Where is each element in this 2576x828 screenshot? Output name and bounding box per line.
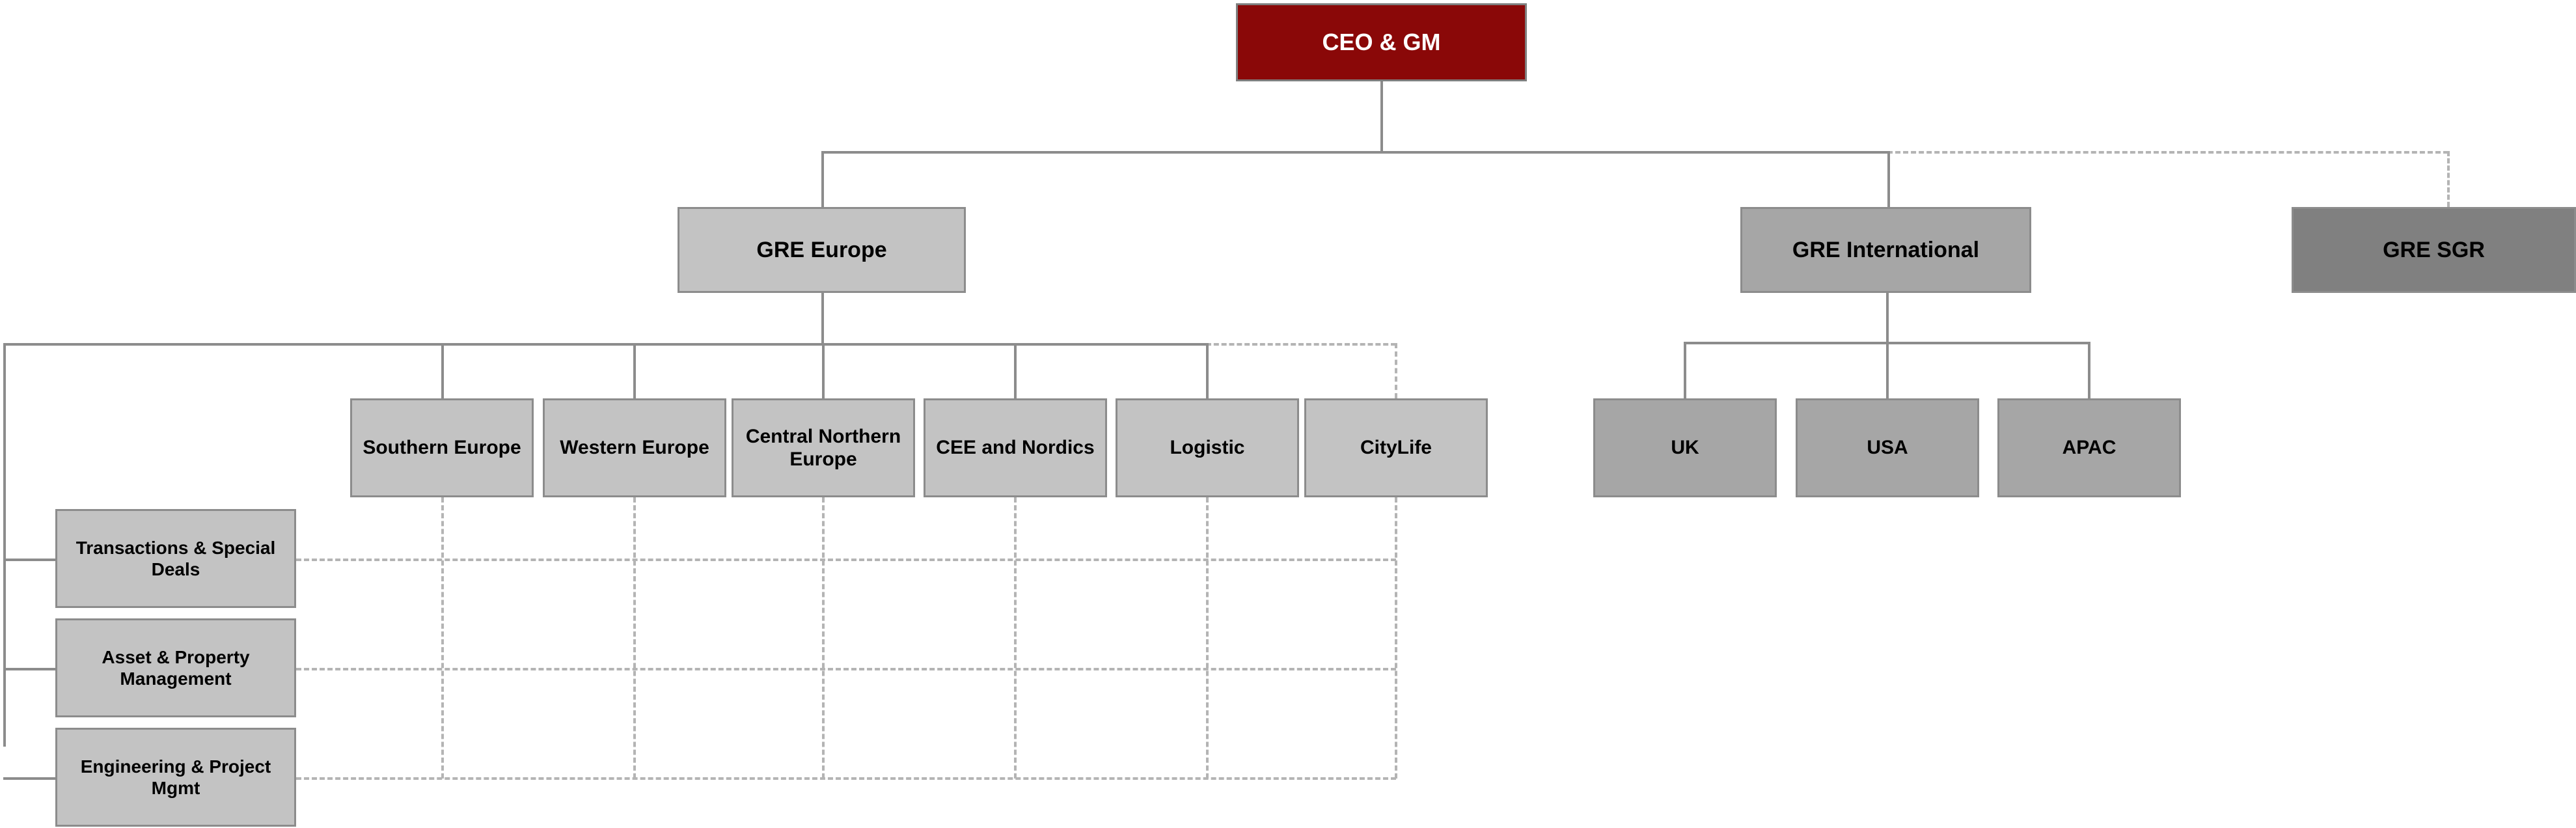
node-asset-property-management-label: Asset & Property Management xyxy=(102,646,250,689)
node-gre-international-label: GRE International xyxy=(1792,237,1980,262)
matrix-col-central-northern-europe xyxy=(822,497,825,779)
node-engineering-project-mgmt[interactable]: Engineering & Project Mgmt xyxy=(55,728,296,827)
node-usa-label: USA xyxy=(1867,437,1908,459)
node-central-northern-europe[interactable]: Central Northern Europe xyxy=(732,398,915,497)
matrix-col-citylife xyxy=(1395,497,1397,779)
node-gre-sgr-label: GRE SGR xyxy=(2383,237,2485,262)
node-western-europe[interactable]: Western Europe xyxy=(543,398,726,497)
connector-drop-uk xyxy=(1684,342,1686,398)
node-cee-and-nordics[interactable]: CEE and Nordics xyxy=(924,398,1107,497)
connector-drop-citylife xyxy=(1395,343,1397,398)
connector-drop-gre-sgr xyxy=(2447,151,2450,207)
node-logistic-label: Logistic xyxy=(1170,437,1245,459)
connector-drop-apac xyxy=(2088,342,2090,398)
node-citylife-label: CityLife xyxy=(1360,437,1432,459)
node-southern-europe[interactable]: Southern Europe xyxy=(350,398,534,497)
node-gre-international[interactable]: GRE International xyxy=(1740,207,2031,293)
node-apac-label: APAC xyxy=(2062,437,2117,459)
node-uk[interactable]: UK xyxy=(1593,398,1777,497)
connector-drop-cee-nordics xyxy=(1014,343,1017,398)
node-gre-sgr[interactable]: GRE SGR xyxy=(2292,207,2576,293)
node-western-europe-label: Western Europe xyxy=(560,437,709,459)
connector-drop-gre-international xyxy=(1887,151,1890,207)
node-cee-and-nordics-label: CEE and Nordics xyxy=(936,437,1095,459)
matrix-col-western-europe xyxy=(633,497,636,779)
node-apac[interactable]: APAC xyxy=(1997,398,2181,497)
connector-drop-logistic xyxy=(1206,343,1209,398)
connector-gre-international-stem xyxy=(1886,293,1889,343)
connector-drop-usa xyxy=(1886,342,1889,398)
node-usa[interactable]: USA xyxy=(1796,398,1979,497)
matrix-row-engineering xyxy=(296,777,1396,780)
node-southern-europe-label: Southern Europe xyxy=(363,437,521,459)
node-ceo-label: CEO & GM xyxy=(1322,28,1441,55)
connector-europe-bus-dashed xyxy=(1206,343,1396,346)
node-engineering-project-mgmt-label: Engineering & Project Mgmt xyxy=(80,756,271,798)
matrix-col-cee-nordics xyxy=(1014,497,1017,779)
matrix-row-asset-property xyxy=(296,668,1396,670)
connector-stub-transactions xyxy=(3,559,57,561)
connector-functions-spine xyxy=(3,343,6,747)
connector-stub-engineering xyxy=(3,777,57,780)
matrix-col-logistic xyxy=(1206,497,1209,779)
matrix-col-southern-europe xyxy=(441,497,444,779)
node-transactions-special-deals[interactable]: Transactions & Special Deals xyxy=(55,509,296,608)
connector-drop-gre-europe xyxy=(821,151,824,207)
node-uk-label: UK xyxy=(1671,437,1699,459)
connector-main-bus-dashed xyxy=(1887,151,2448,154)
matrix-row-transactions xyxy=(296,559,1396,561)
node-transactions-special-deals-label: Transactions & Special Deals xyxy=(75,537,276,579)
connector-stub-asset-property xyxy=(3,668,57,670)
connector-drop-southern-europe xyxy=(441,343,444,398)
node-ceo[interactable]: CEO & GM xyxy=(1236,3,1527,81)
connector-drop-western-europe xyxy=(633,343,636,398)
node-logistic[interactable]: Logistic xyxy=(1116,398,1299,497)
node-central-northern-europe-label: Central Northern Europe xyxy=(745,425,901,470)
node-asset-property-management[interactable]: Asset & Property Management xyxy=(55,618,296,717)
node-gre-europe-label: GRE Europe xyxy=(756,237,887,262)
node-citylife[interactable]: CityLife xyxy=(1304,398,1488,497)
connector-gre-europe-stem xyxy=(821,293,824,343)
connector-europe-bus-solid xyxy=(3,343,1207,346)
connector-ceo-stem xyxy=(1380,81,1383,151)
connector-main-bus-solid xyxy=(821,151,1889,154)
connector-drop-central-northern-europe xyxy=(822,343,825,398)
node-gre-europe[interactable]: GRE Europe xyxy=(678,207,966,293)
